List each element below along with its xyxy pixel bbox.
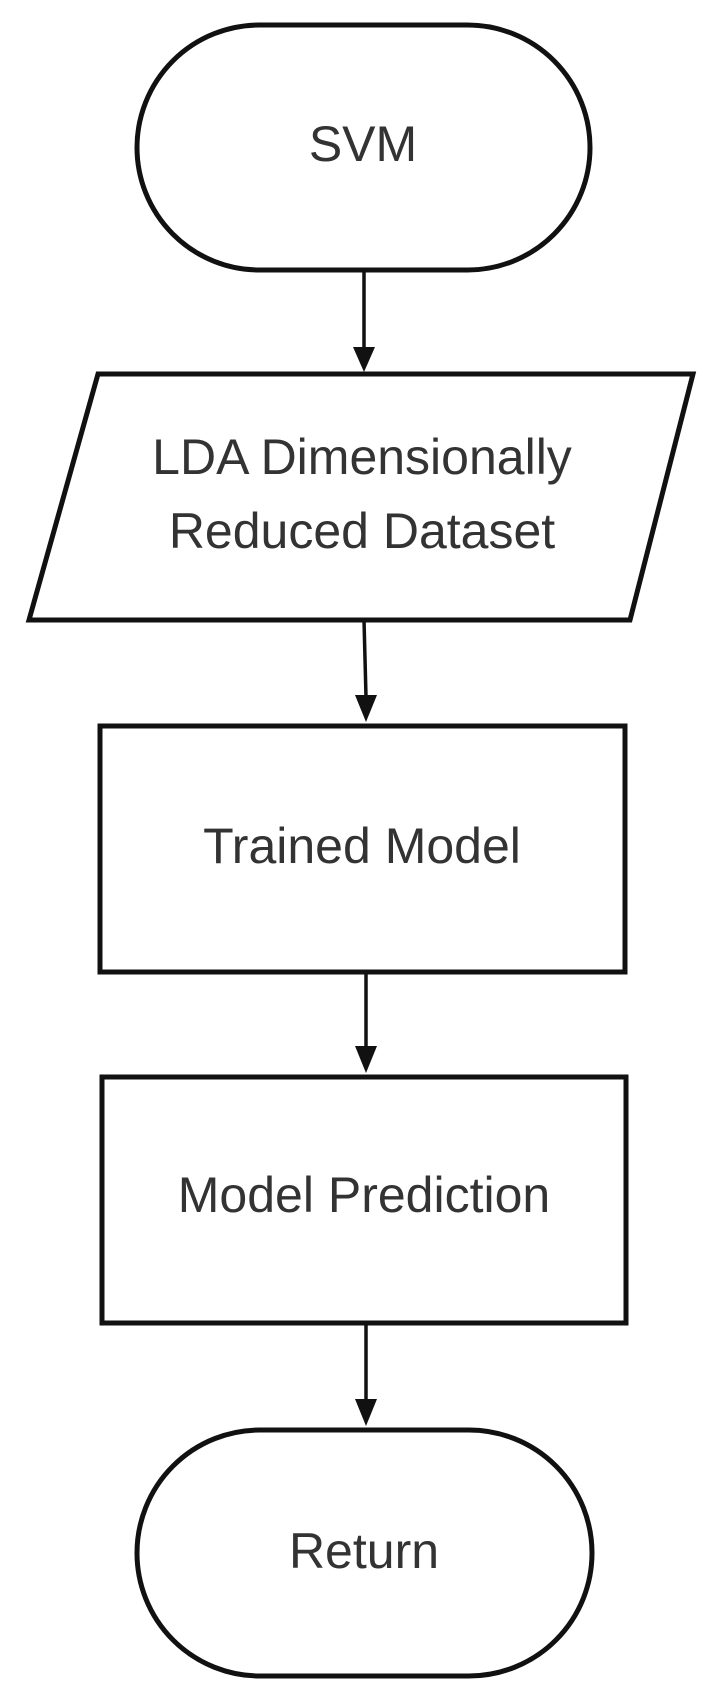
connector-prediction-to-end [355, 1323, 377, 1426]
process-node-label: Model Prediction [178, 1167, 550, 1223]
process-rectangle-shape [99, 1074, 629, 1326]
arrowhead-icon [355, 1399, 377, 1426]
connector-start-to-input [353, 270, 375, 372]
start-node-svm: SVM [134, 22, 593, 273]
connector-trained-to-prediction [355, 972, 377, 1073]
end-node-label: Return [289, 1523, 439, 1579]
data-node-label-line1: LDA Dimensionally [152, 429, 572, 485]
process-rectangle-shape [97, 723, 628, 975]
process-node-model-prediction: Model Prediction [99, 1074, 629, 1326]
connector-input-to-trained [355, 619, 377, 722]
process-node-trained-model: Trained Model [97, 723, 628, 975]
start-node-label: SVM [309, 116, 417, 172]
data-node-label-line2: Reduced Dataset [169, 503, 555, 559]
data-parallelogram-shape [25, 371, 697, 623]
data-node-lda-dataset: LDA Dimensionally Reduced Dataset [25, 371, 697, 623]
arrowhead-icon [353, 347, 375, 372]
connector-line [362, 619, 368, 698]
arrowhead-icon [355, 1046, 377, 1073]
end-terminator-shape [134, 1427, 595, 1679]
end-node-return: Return [134, 1427, 595, 1679]
arrowhead-icon [355, 695, 377, 722]
process-node-label: Trained Model [203, 818, 521, 874]
